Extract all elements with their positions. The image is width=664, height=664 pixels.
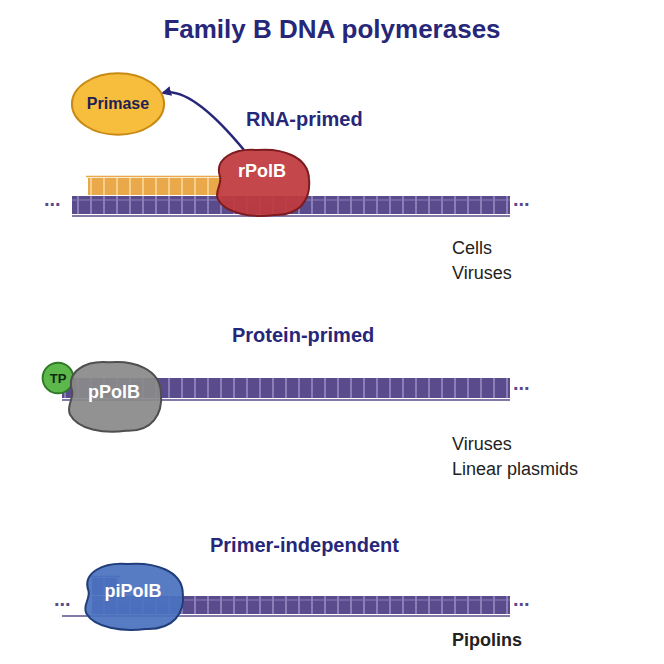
strand-ellipsis: ... [513,372,530,395]
rpolb-blob: rPolB [212,146,312,218]
section-heading: Protein-primed [232,324,374,347]
arrow-connector [163,92,244,150]
host-label: Viruses [452,263,512,284]
node-label: piPolB [105,581,162,602]
tp-circle: TP [42,362,74,394]
strand-ellipsis: ... [54,588,71,611]
host-label: Cells [452,238,492,259]
ppolb-blob: pPolB [64,358,164,434]
strand-ellipsis: ... [513,188,530,211]
primase-ellipse: Primase [70,72,166,136]
section-heading: Primer-independent [210,534,399,557]
node-outline [212,146,312,218]
strand-ellipsis: ... [513,588,530,611]
host-label: Pipolins [452,630,522,651]
strand-ellipsis: ... [44,188,61,211]
host-label: Linear plasmids [452,459,578,480]
node-label: Primase [87,95,149,113]
diagram-title: Family B DNA polymerases [0,14,664,45]
host-label: Viruses [452,434,512,455]
section-heading: RNA-primed [246,108,363,131]
node-label: pPolB [88,382,140,403]
pipolb-blob: piPolB [80,560,186,632]
node-label: rPolB [238,161,286,182]
node-label: TP [50,371,67,386]
